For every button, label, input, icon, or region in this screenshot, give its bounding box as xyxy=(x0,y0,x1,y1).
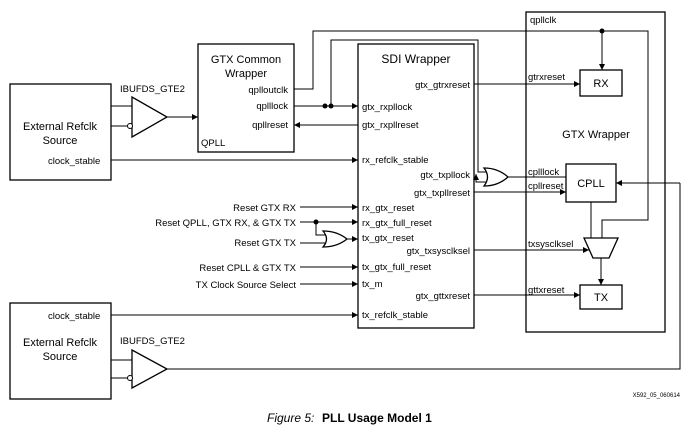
port-qplloutclk: qplloutclk xyxy=(248,85,288,96)
input-reset-gtx-rx: Reset GTX RX xyxy=(233,203,296,214)
ibufds-top-label: IBUFDS_GTE2 xyxy=(120,84,185,95)
figure-id: X592_05_060614 xyxy=(633,393,681,399)
or-gate-bottom xyxy=(321,230,349,248)
gtx-common-title1: GTX Common xyxy=(211,54,281,66)
sdi-port-gttxreset: gtx_gttxreset xyxy=(416,291,471,302)
sdi-port-tx-m: tx_m xyxy=(362,279,383,290)
gtx-sig-gttxreset: gttxreset xyxy=(528,285,565,296)
sdi-port-tx-refclk-stable: tx_refclk_stable xyxy=(362,310,428,321)
ext-top-line2: Source xyxy=(43,135,78,147)
cpll-label: CPLL xyxy=(577,178,605,190)
gtx-qpllclk: qpllclk xyxy=(530,15,557,26)
sdi-port-rxpllreset: gtx_rxpllreset xyxy=(362,120,419,131)
sdi-port-txpllock: gtx_txpllock xyxy=(420,170,470,181)
ibufds-bot-label: IBUFDS_GTE2 xyxy=(120,336,185,347)
ibufds-top: IBUFDS_GTE2 xyxy=(111,84,185,139)
ext-top-clock-stable: clock_stable xyxy=(48,156,100,167)
input-reset-qpll-rx-tx: Reset QPLL, GTX RX, & GTX TX xyxy=(155,218,296,229)
sdi-port-gtrxreset: gtx_gtrxreset xyxy=(415,80,470,91)
sdi-wrapper: SDI Wrapper gtx_rxpllock gtx_rxpllreset … xyxy=(357,43,475,329)
external-refclk-top: External Refclk Source clock_stable xyxy=(9,83,112,181)
gtx-wrapper-title: GTX Wrapper xyxy=(562,129,630,141)
gtx-sig-cpllreset: cpllreset xyxy=(528,181,564,192)
input-tx-clock-source: TX Clock Source Select xyxy=(196,280,297,291)
port-qpllreset: qpllreset xyxy=(252,120,288,131)
wires xyxy=(111,28,681,370)
ext-bot-line2: Source xyxy=(43,351,78,363)
sdi-port-txpllreset: gtx_txpllreset xyxy=(414,188,470,199)
rx-block xyxy=(579,69,623,97)
or-gate-top xyxy=(482,167,509,187)
tx-label: TX xyxy=(594,292,609,304)
gtx-sig-gtrxreset: gtrxreset xyxy=(528,72,565,83)
tx-block xyxy=(579,284,623,310)
input-reset-cpll-tx: Reset CPLL & GTX TX xyxy=(199,263,296,274)
sdi-port-rx-refclk-stable: rx_refclk_stable xyxy=(362,155,429,166)
gtx-wrapper: qpllclk GTX Wrapper RX CPLL TX gtrxreset… xyxy=(525,11,666,333)
external-refclk-bottom: clock_stable External Refclk Source xyxy=(9,302,112,400)
rx-label: RX xyxy=(593,78,609,90)
input-reset-gtx-tx: Reset GTX TX xyxy=(234,238,296,249)
gtx-common-wrapper: GTX Common Wrapper qplloutclk qplllock q… xyxy=(197,43,295,153)
sdi-port-tx-gtx-reset: tx_gtx_reset xyxy=(362,233,414,244)
ext-bot-line1: External Refclk xyxy=(23,337,97,349)
gtx-sig-cplllock: cplllock xyxy=(528,167,559,178)
caption-label: Figure 5: xyxy=(267,411,314,425)
sdi-port-rx-gtx-reset: rx_gtx_reset xyxy=(362,203,415,214)
port-qplllock: qplllock xyxy=(256,101,288,112)
caption-title: PLL Usage Model 1 xyxy=(322,411,432,425)
clock-mux xyxy=(582,237,620,259)
sdi-port-tx-gtx-full-reset: tx_gtx_full_reset xyxy=(362,262,432,273)
sdi-port-rxpllock: gtx_rxpllock xyxy=(362,102,412,113)
sdi-port-txsysclksel: gtx_txsysclksel xyxy=(407,246,470,257)
gtx-sig-txsysclksel: txsysclksel xyxy=(528,239,573,250)
sdi-title: SDI Wrapper xyxy=(381,52,450,66)
sdi-port-rx-gtx-full-reset: rx_gtx_full_reset xyxy=(362,218,432,229)
ext-bot-clock-stable: clock_stable xyxy=(48,311,100,322)
ibufds-bottom: IBUFDS_GTE2 xyxy=(111,336,185,390)
gtx-common-qpll: QPLL xyxy=(201,138,225,149)
gtx-common-title2: Wrapper xyxy=(225,68,267,80)
ext-top-line1: External Refclk xyxy=(23,121,97,133)
